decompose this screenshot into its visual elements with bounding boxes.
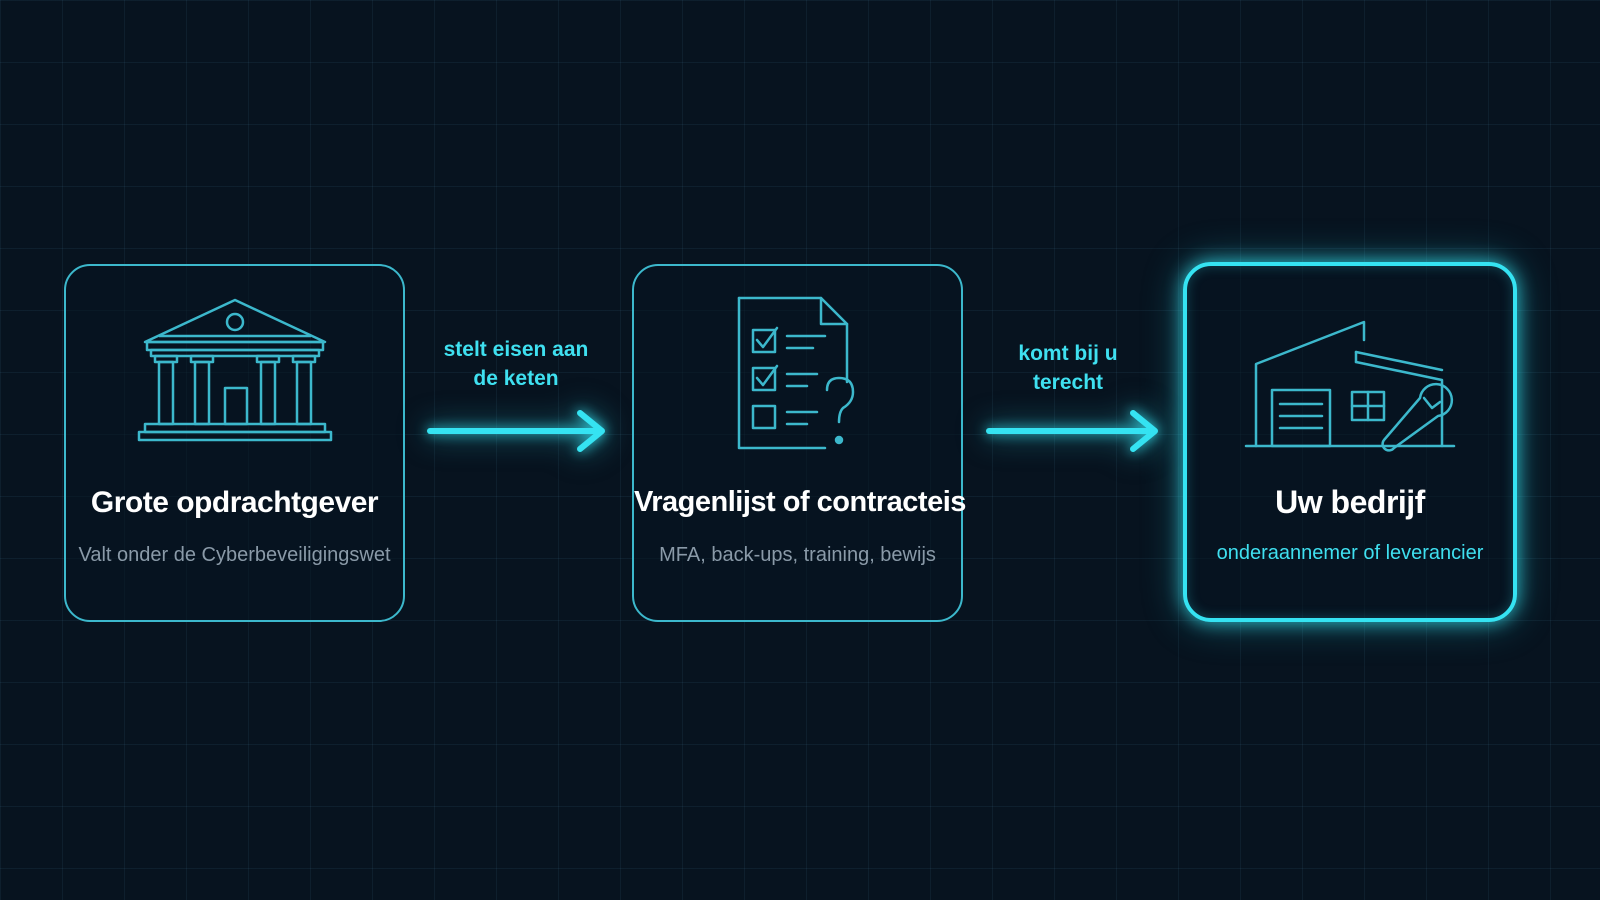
checklist-document-icon [737,296,854,450]
connector-label-line: komt bij u [1018,342,1118,365]
connector-label-line: de keten [473,367,559,390]
connector-label-2: komt bij u terecht [985,339,1151,397]
step-card-your-company: Uw bedrijf onderaannemer of leverancier [1183,262,1517,622]
step-subtitle: onderaannemer of leverancier [1216,542,1484,564]
step-card-client: Grote opdrachtgever Valt onder de Cyberb… [64,264,405,622]
step-subtitle: Valt onder de Cyberbeveiligingswet [78,544,391,566]
connector-label-line: stelt eisen aan [443,338,589,361]
connector-label-1: stelt eisen aan de keten [428,335,604,393]
step-title: Uw bedrijf [1275,484,1425,520]
arrow-right-icon [427,410,605,452]
step-subtitle: MFA, back-ups, training, bewijs [659,544,936,566]
arrow-right-icon [986,410,1158,452]
step-card-questionnaire: Vragenlijst of contracteis MFA, back-ups… [632,264,966,622]
workshop-building-icon [1244,320,1456,452]
government-building-icon [137,298,332,442]
step-title: Grote opdrachtgever [90,486,379,519]
connector-label-line: terecht [1032,371,1104,394]
step-title: Vragenlijst of contracteis [634,486,966,518]
